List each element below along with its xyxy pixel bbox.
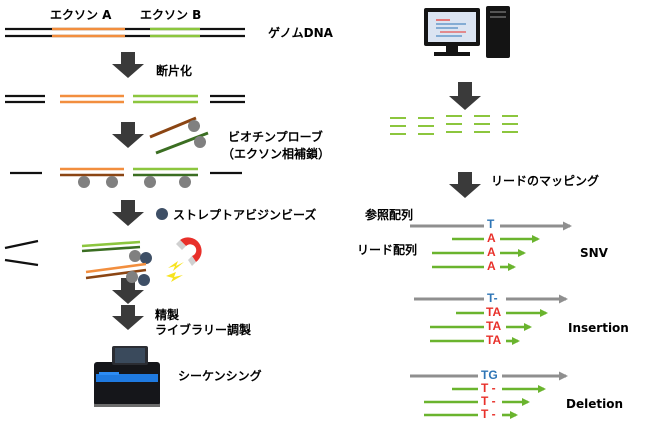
purification-label: 精製 [155,308,180,322]
exon-b-label: エクソン B [140,8,202,22]
deletion-read-base: T - [481,394,496,408]
biotin-probe-label: ビオチンプローブ [228,130,323,144]
hybridized-probes [10,167,242,188]
snv-read-base: A [487,259,496,273]
reference-sequence-label: 参照配列 [365,208,414,222]
insertion-read-base: TA [486,333,502,347]
sequencer-icon [94,346,160,407]
step-arrow [112,122,144,148]
fragmented-dna [5,94,245,104]
fragmentation-label: 断片化 [156,64,193,78]
step-arrow [449,82,481,110]
genomic-dna [5,27,245,38]
exon-a-label: エクソン A [50,8,112,22]
short-reads [390,115,518,135]
deletion-read-base: T - [481,407,496,421]
insertion-reference-base: T- [487,291,498,305]
read-sequence-label: リード配列 [357,243,418,257]
snv-reference-base: T [487,217,495,231]
computer-icon [424,6,510,58]
step-arrow [112,52,144,78]
snv-read-base: A [487,231,496,245]
step-arrow [112,305,144,330]
step-arrow [112,278,144,304]
snv-alignment [410,221,572,271]
streptavidin-bead-icon [156,208,168,220]
streptavidin-bead-label: ストレプトアビジンビーズ [173,208,317,222]
insertion-read-base: TA [486,319,502,333]
step-arrow [112,200,144,226]
insertion-label: Insertion [568,321,629,335]
library-prep-label: ライブラリー調製 [155,323,252,337]
discarded-fragments [4,239,39,267]
lightning-icon [166,261,184,282]
free-probes [149,116,209,155]
step-arrow [449,172,481,198]
snv-label: SNV [580,246,608,260]
bead-capture [81,240,152,286]
genome-dna-label: ゲノムDNA [268,26,333,40]
deletion-reference-base: TG [481,368,498,382]
snv-read-base: A [487,245,496,259]
insertion-alignment [414,294,568,345]
magnet-icon [176,237,202,266]
sequencing-label: シーケンシング [178,369,262,383]
deletion-alignment [410,371,568,419]
exon-complement-label: （エクソン相補鎖） [222,147,331,161]
read-mapping-label: リードのマッピング [491,174,600,188]
insertion-read-base: TA [486,305,502,319]
deletion-read-base: T - [481,381,496,395]
deletion-label: Deletion [566,397,623,411]
